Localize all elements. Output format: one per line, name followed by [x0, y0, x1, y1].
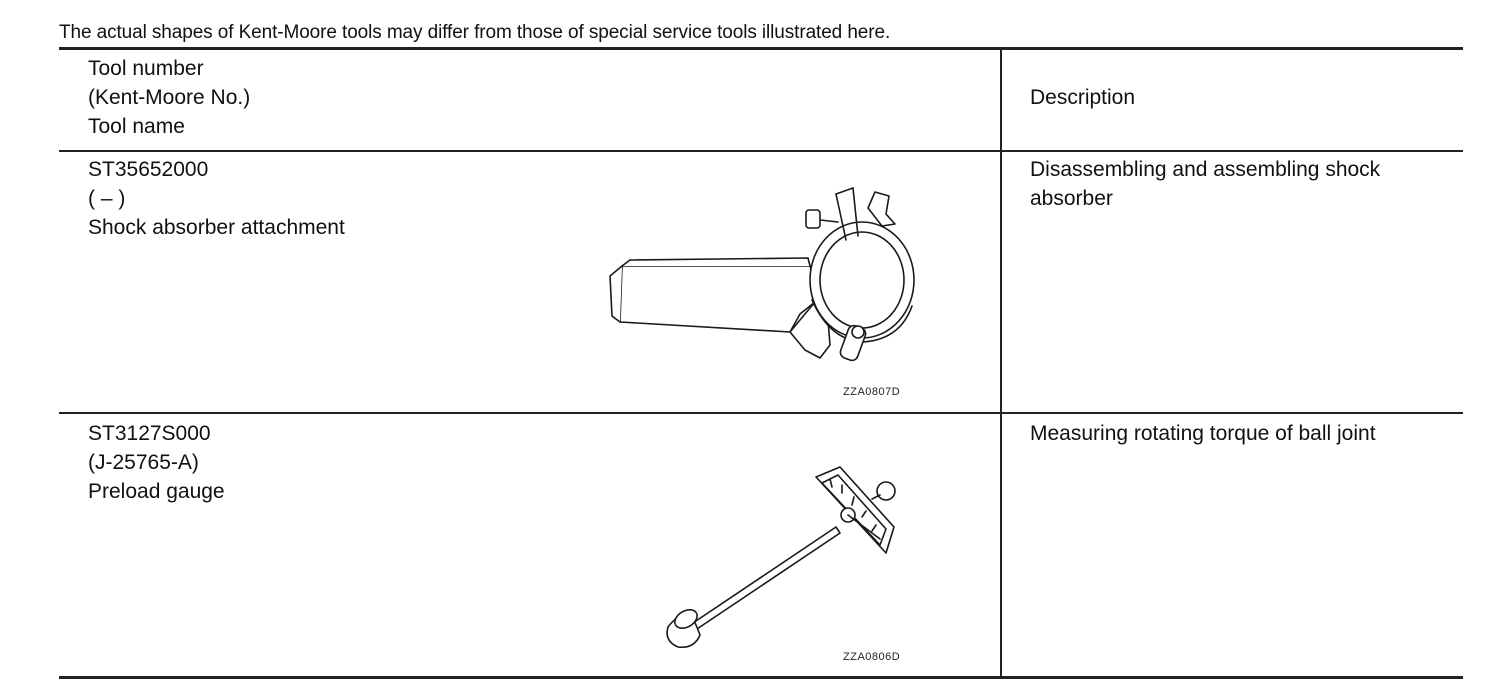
- header-description: Description: [1030, 86, 1136, 109]
- illustration-code: ZZA0807D: [843, 386, 901, 398]
- tool-number: ST3127S000: [88, 422, 211, 445]
- preload-gauge-drawing: [666, 466, 896, 649]
- header-kent-moore-no: (Kent-Moore No.): [88, 86, 251, 109]
- tool-number: ST35652000: [88, 158, 209, 181]
- tool-description: Disassembling and assembling shock: [1030, 158, 1381, 181]
- kent-moore-no: ( – ): [88, 187, 126, 210]
- header-divider: [59, 150, 1463, 152]
- table-top-border: [59, 47, 1463, 50]
- table-bottom-border: [59, 676, 1463, 679]
- illustration-code: ZZA0806D: [843, 651, 901, 663]
- column-divider: [1000, 50, 1002, 676]
- shock-absorber-attachment-drawing: [609, 187, 915, 362]
- row-divider: [59, 412, 1463, 414]
- tool-name: Preload gauge: [88, 480, 225, 503]
- header-tool-name: Tool name: [88, 115, 185, 138]
- tool-name: Shock absorber attachment: [88, 216, 345, 239]
- tool-description-continued: absorber: [1030, 187, 1113, 210]
- table-note: The actual shapes of Kent-Moore tools ma…: [59, 22, 891, 43]
- header-tool-number: Tool number: [88, 57, 204, 80]
- kent-moore-no: (J-25765-A): [88, 451, 199, 474]
- tool-description: Measuring rotating torque of ball joint: [1030, 422, 1376, 445]
